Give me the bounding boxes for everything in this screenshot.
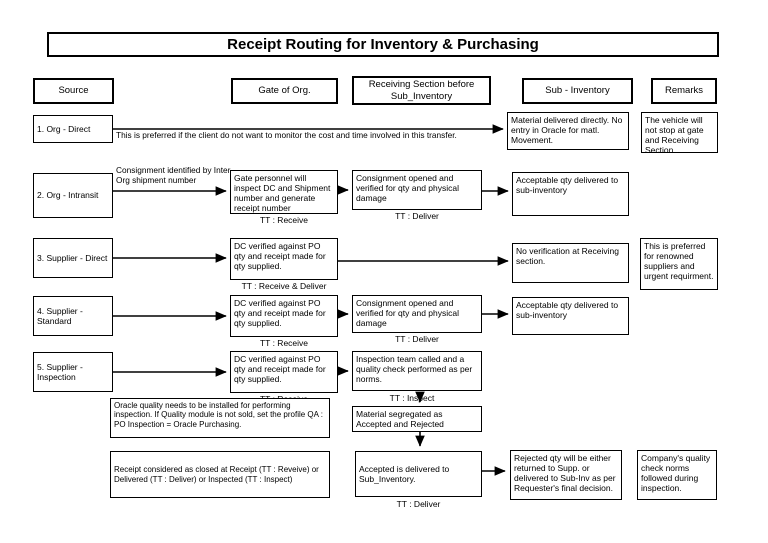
row3-source-box: 3. Supplier - Direct [33, 238, 113, 278]
row3-gate-tt-label: TT : Receive & Deliver [241, 281, 327, 291]
row5-oracle-note-box: Oracle quality needs to be installed for… [110, 398, 330, 438]
row2-gate-box: Gate personnel will inspect DC and Shipm… [230, 170, 338, 214]
row1-flow-note: This is preferred if the client do not w… [116, 130, 457, 140]
diagram-title: Receipt Routing for Inventory & Purchasi… [47, 32, 719, 57]
row1-subinventory-box: Material delivered directly. No entry in… [507, 112, 629, 150]
row4-receiving-box: Consignment opened and verified for qty … [352, 295, 482, 333]
row4-receiving-tt-label: TT : Deliver [395, 334, 439, 344]
row2-subinventory-box: Acceptable qty delivered to sub-inventor… [512, 172, 629, 216]
row3-subinventory-box: No verification at Receiving section. [512, 243, 629, 283]
row5-segregated-box: Material segregated as Accepted and Reje… [352, 406, 482, 432]
row5-receiving-tt-label: TT : Inspect [389, 393, 435, 403]
rejected-box: Rejected qty will be either returned to … [510, 450, 622, 500]
column-header-source: Source [33, 78, 114, 104]
row1-remarks-box: The vehicle will not stop at gate and Re… [641, 112, 718, 155]
row2-gate-tt-label: TT : Receive [259, 215, 309, 225]
accepted-box: Accepted is delivered to Sub_Inventory. [355, 451, 482, 497]
row2-receiving-tt-label: TT : Deliver [395, 211, 439, 221]
column-header-sub-inventory: Sub - Inventory [522, 78, 633, 104]
row2-source-box: 2. Org - Intransit [33, 173, 113, 218]
accepted-tt-label: TT : Deliver [396, 499, 441, 509]
bottom-remarks-box: Company's quality check norms followed d… [637, 450, 717, 500]
row5-gate-box: DC verified against PO qty and receipt m… [230, 351, 338, 393]
column-header-remarks: Remarks [651, 78, 717, 104]
row2-receiving-box: Consignment opened and verified for qty … [352, 170, 482, 210]
row5-source-box: 5. Supplier - Inspection [33, 352, 113, 392]
row3-remarks-box: This is preferred for renowned suppliers… [640, 238, 718, 290]
closure-note-box: Receipt considered as closed at Receipt … [110, 451, 330, 498]
row5-receiving-box: Inspection team called and a quality che… [352, 351, 482, 391]
row4-source-box: 4. Supplier - Standard [33, 296, 113, 336]
row4-subinventory-box: Acceptable qty delivered to sub-inventor… [512, 297, 629, 335]
row4-gate-tt-label: TT : Receive [259, 338, 309, 348]
column-header-receiving: Receiving Section before Sub_Inventory [352, 76, 491, 105]
column-header-gate: Gate of Org. [231, 78, 338, 104]
row4-gate-box: DC verified against PO qty and receipt m… [230, 295, 338, 337]
row2-arrow-label: Consignment identified by Inter Org ship… [116, 165, 231, 185]
row1-source-box: 1. Org - Direct [33, 115, 113, 143]
row3-gate-box: DC verified against PO qty and receipt m… [230, 238, 338, 280]
